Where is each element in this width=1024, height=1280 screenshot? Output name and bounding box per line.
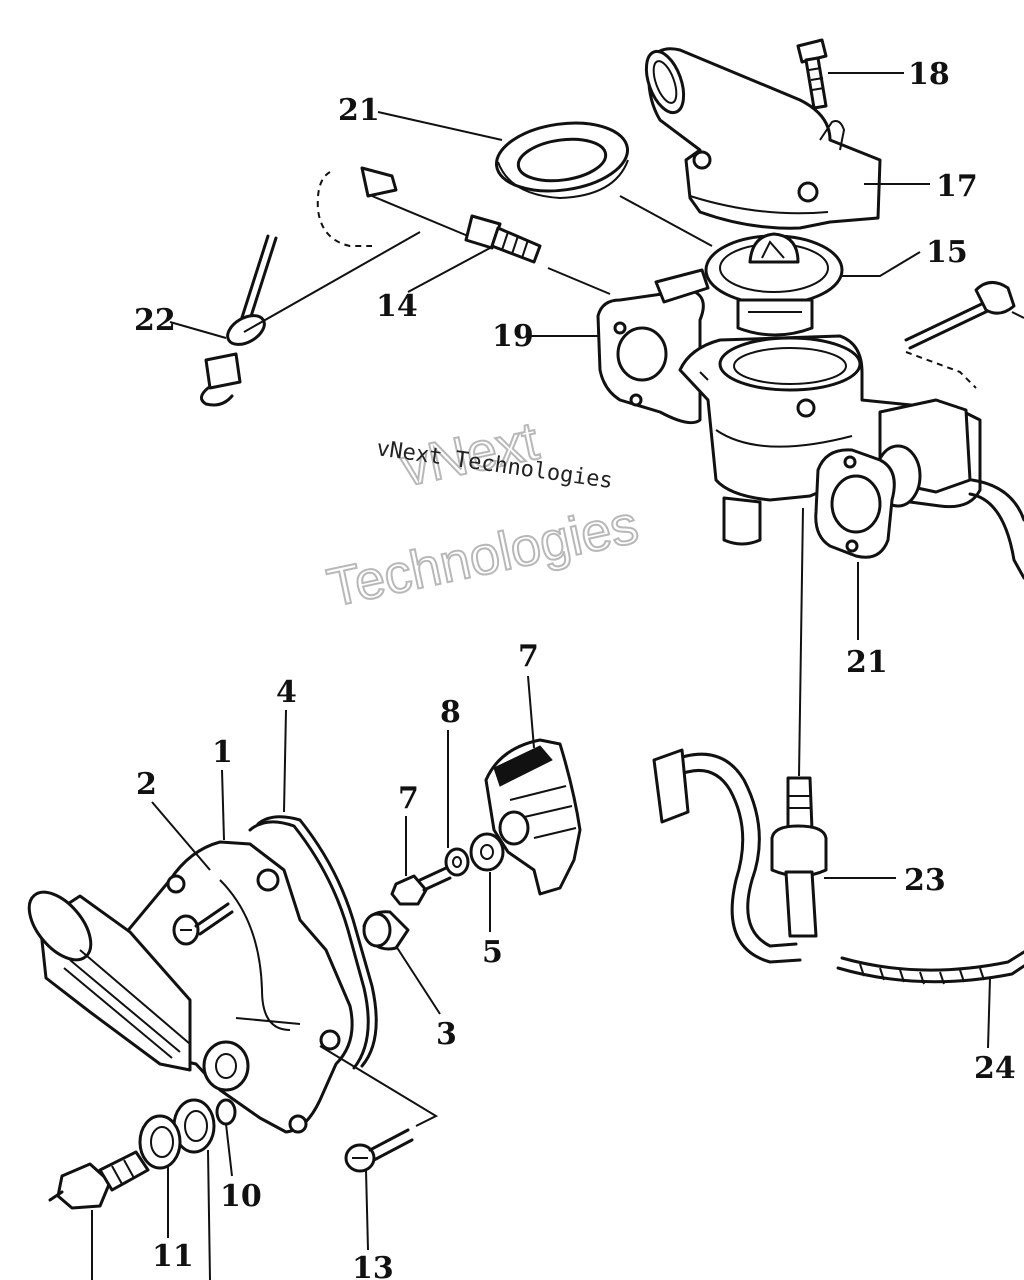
part-5-washer [469, 832, 505, 872]
part-7-bolt [390, 866, 452, 906]
thermostat-housing [678, 334, 1024, 580]
callout-4: 4 [276, 675, 297, 710]
leader-lines [91, 72, 991, 1280]
callout-8: 8 [440, 695, 461, 730]
part-2-screw [172, 902, 234, 946]
part-6-impeller [484, 738, 582, 896]
part-14-temp-sender [464, 214, 542, 264]
callout-14: 14 [376, 289, 418, 324]
part-21-gasket [494, 121, 630, 200]
callout-2: 2 [136, 767, 157, 802]
callout-13: 13 [352, 1251, 394, 1280]
callout-3: 3 [436, 1017, 457, 1052]
part-13-screw [344, 1128, 414, 1173]
part-8-washer [444, 847, 470, 877]
part-4-pump-gasket [248, 815, 378, 1070]
part-16-housing-cover [644, 47, 882, 230]
callout-22: 22 [134, 303, 176, 338]
callout-19: 21 [846, 645, 888, 680]
callout-numbers: 18 17 21 15 14 19 22 21 23 24 7 8 4 1 2 … [134, 57, 1016, 1280]
callout-24: 24 [974, 1051, 1016, 1086]
callout-16: 17 [936, 169, 978, 204]
callout-10: 10 [220, 1179, 262, 1214]
watermark: vNext Technologies vNext Technologies [321, 410, 644, 620]
callout-1: 1 [212, 735, 233, 770]
callout-15: 15 [926, 235, 968, 270]
part-17-bolt [796, 38, 828, 110]
part-1-water-pump-body [27, 840, 354, 1134]
part-9-drain-plug [48, 1150, 150, 1210]
callout-18: 19 [492, 319, 534, 354]
callout-23: 23 [904, 863, 946, 898]
long-bolt-right [904, 281, 1024, 389]
part-19-flange-gasket [814, 448, 896, 559]
callout-21: 21 [338, 93, 380, 128]
callout-5: 5 [482, 935, 503, 970]
part-12-ring [172, 1098, 216, 1154]
part-11-ring [138, 1114, 182, 1170]
part-15-thermostat [704, 232, 844, 337]
part-23-temp-sensor [652, 507, 828, 964]
part-3-bushing [362, 910, 410, 951]
part-24-band-clamp [836, 950, 1024, 985]
sender-bracket-outline [316, 166, 469, 247]
part-10-washer [215, 1098, 237, 1126]
watermark-big-line2: Technologies [322, 494, 643, 618]
callout-11: 11 [152, 1239, 194, 1274]
callout-17: 18 [908, 57, 950, 92]
part-18-gasket-plate [596, 268, 710, 425]
callout-7: 7 [398, 781, 419, 816]
callout-6: 7 [518, 639, 539, 674]
